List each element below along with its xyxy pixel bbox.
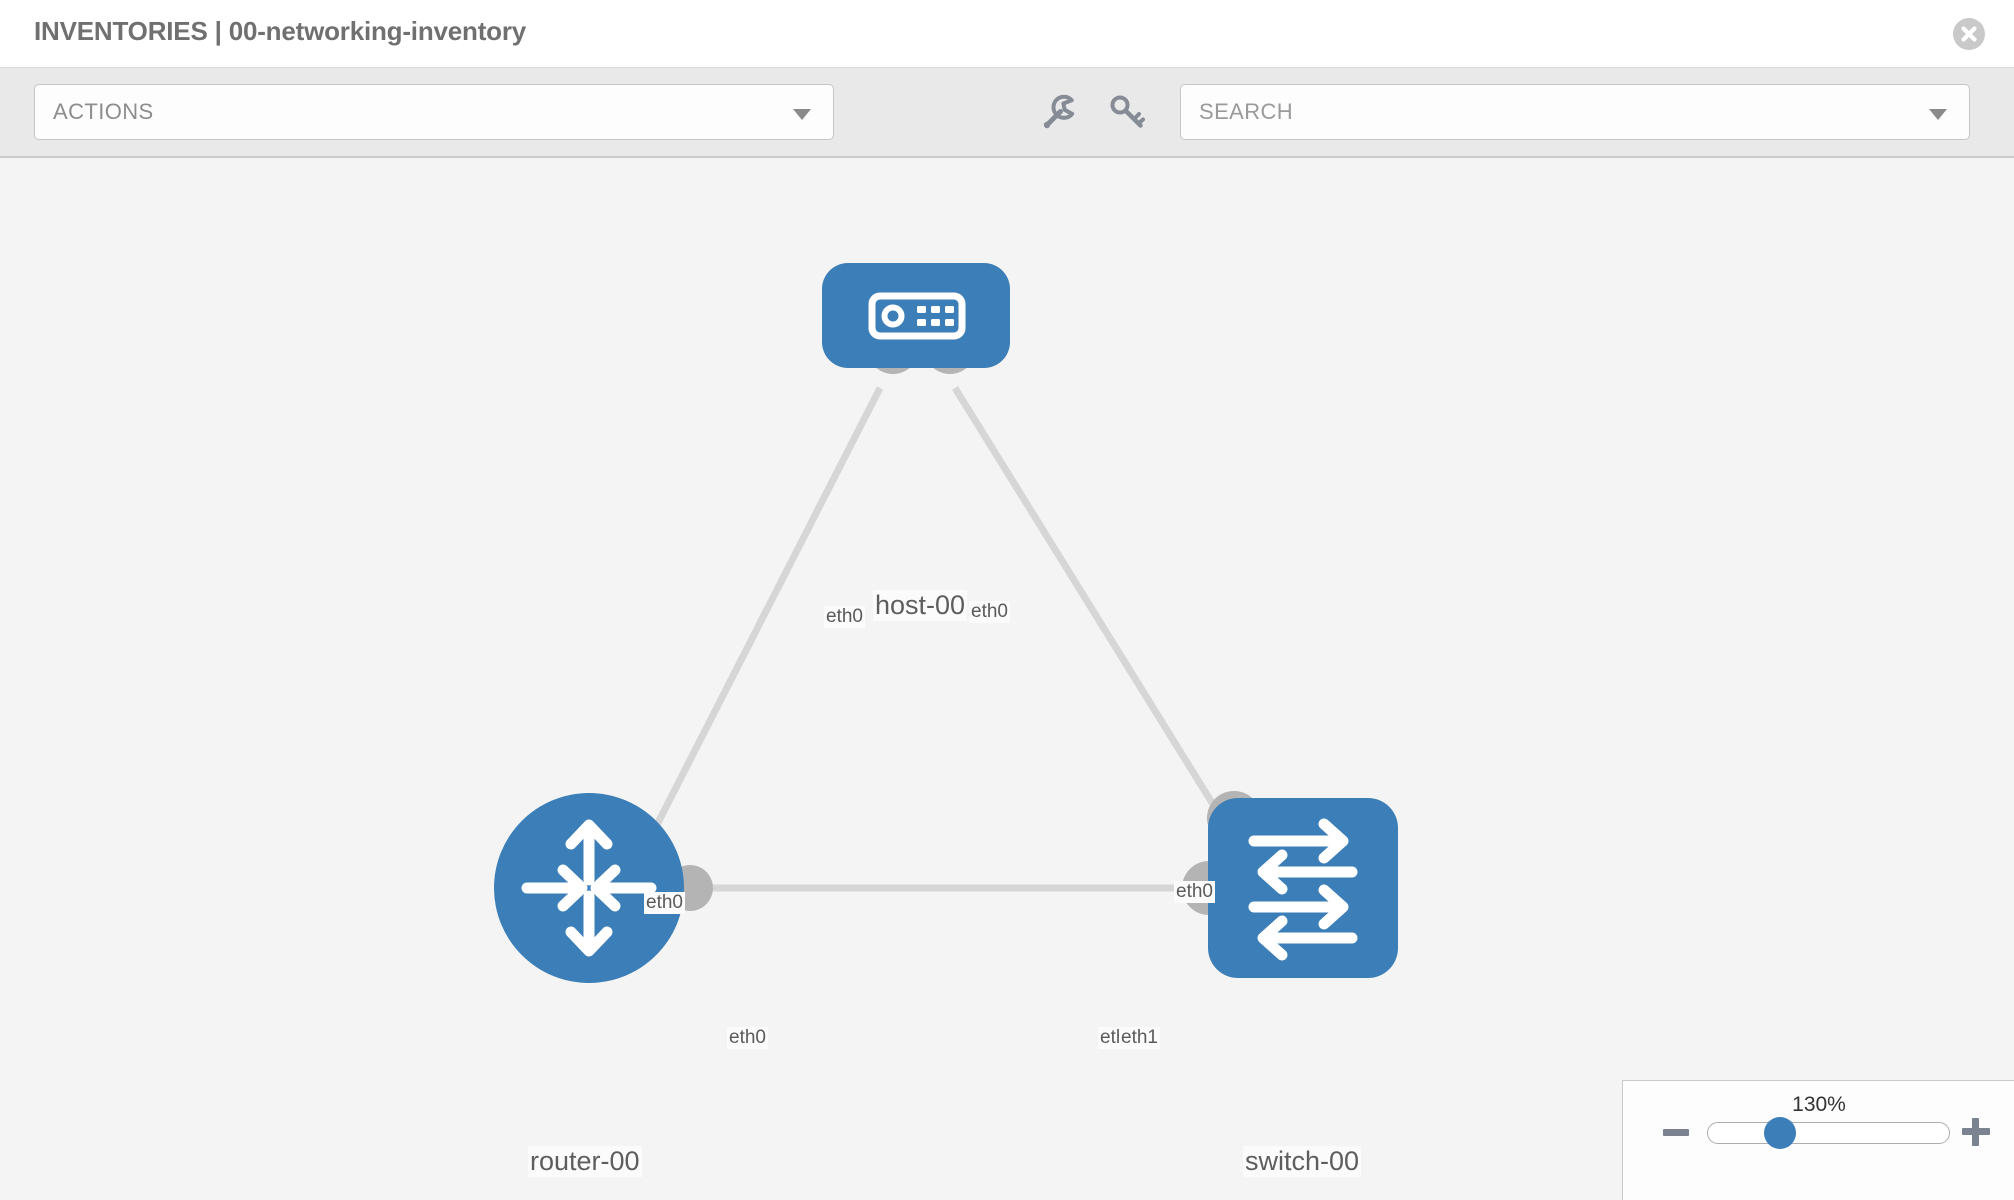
chevron-down-icon xyxy=(1929,109,1947,120)
node-label-router: router-00 xyxy=(528,1146,642,1177)
node-label-switch: switch-00 xyxy=(1243,1146,1362,1177)
server-icon xyxy=(868,292,966,340)
wrench-icon xyxy=(1043,94,1075,129)
actions-dropdown[interactable]: ACTIONS xyxy=(34,84,834,140)
router-arrows-icon xyxy=(521,819,657,957)
edge-label: eth0 xyxy=(644,892,685,914)
edge-label: eth0 xyxy=(969,601,1010,623)
switch-arrows-icon xyxy=(1248,818,1358,961)
node-router-00[interactable] xyxy=(494,793,684,983)
zoom-control-panel: 130% xyxy=(1622,1080,2014,1200)
zoom-slider-thumb[interactable] xyxy=(1764,1117,1796,1149)
zoom-out-button[interactable] xyxy=(1663,1129,1689,1136)
search-input[interactable]: SEARCH xyxy=(1180,84,1970,140)
toolbar: ACTIONS SEARCH xyxy=(0,68,2014,158)
page-header: INVENTORIES | 00-networking-inventory xyxy=(0,0,2014,68)
wrench-button[interactable] xyxy=(1038,90,1082,134)
key-icon xyxy=(1110,95,1145,128)
node-label-host: host-00 xyxy=(873,590,968,621)
search-placeholder: SEARCH xyxy=(1199,99,1294,124)
actions-dropdown-label: ACTIONS xyxy=(53,99,154,124)
close-circle-icon xyxy=(1953,18,1985,50)
zoom-slider-track[interactable] xyxy=(1707,1122,1950,1144)
key-button[interactable] xyxy=(1105,90,1149,134)
edge-label: eth0 xyxy=(1174,881,1215,903)
topology-canvas[interactable]: eth0 eth0 eth0 eth0 eth0 eth0 eth1 host-… xyxy=(0,158,2014,1200)
zoom-level-label: 130% xyxy=(1792,1093,1846,1116)
page-title: INVENTORIES | 00-networking-inventory xyxy=(34,16,527,46)
node-host-00[interactable] xyxy=(822,263,1010,368)
node-switch-00[interactable] xyxy=(1208,798,1398,978)
edge-label: eth1 xyxy=(1119,1027,1160,1049)
edge-label: eth0 xyxy=(727,1027,768,1049)
topology-graph xyxy=(494,263,1398,983)
link-host-switch xyxy=(952,386,1243,850)
link-host-router xyxy=(636,386,884,860)
edge-label: eth0 xyxy=(824,606,865,628)
chevron-down-icon xyxy=(793,109,811,120)
close-button[interactable] xyxy=(1952,17,1986,51)
zoom-in-button[interactable] xyxy=(1962,1118,1990,1146)
